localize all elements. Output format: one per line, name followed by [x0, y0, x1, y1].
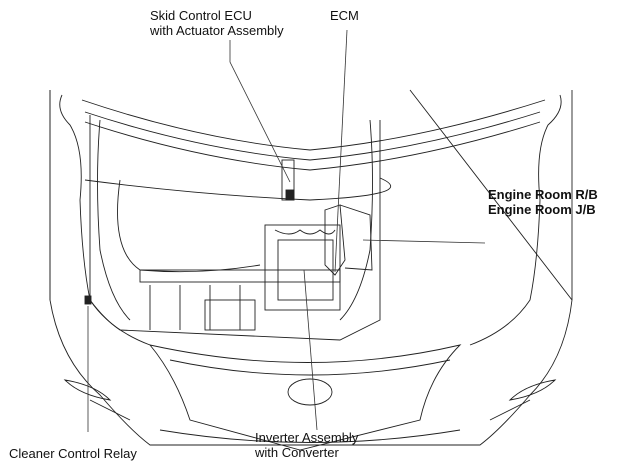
label-line: with Actuator Assembly — [150, 23, 284, 38]
label-line: Engine Room R/B — [488, 187, 598, 202]
leader-engine-room — [362, 239, 486, 244]
label-line: Inverter Assembly — [255, 430, 359, 445]
right-fender — [469, 94, 562, 346]
cleaner-relay-shape — [84, 295, 92, 305]
inverter-shape — [264, 224, 341, 311]
label-ecm: ECM — [330, 8, 359, 23]
grille — [148, 344, 462, 451]
engine-room-rb-shape — [339, 204, 373, 271]
label-skid-control-ecu: Skid Control ECU with Actuator Assembly — [150, 8, 284, 38]
label-inverter-assembly: Inverter Assembly with Converter — [255, 430, 358, 460]
label-line: Skid Control ECU — [150, 8, 252, 23]
left-fender — [59, 94, 151, 346]
label-engine-room: Engine Room R/B Engine Room J/B — [488, 187, 598, 217]
label-line: Engine Room J/B — [488, 202, 596, 217]
left-fog-lamp — [63, 379, 112, 401]
leader-lines — [87, 29, 486, 432]
leader-inverter — [303, 269, 318, 431]
emblem — [287, 378, 333, 406]
leader-skid-control — [229, 40, 291, 183]
label-line: with Converter — [255, 445, 339, 460]
cowl-panel — [81, 99, 546, 151]
right-fog-lamp — [508, 379, 557, 401]
label-cleaner-control-relay: Cleaner Control Relay — [9, 446, 137, 461]
body-outline — [49, 89, 573, 446]
leader-ecm — [334, 29, 348, 273]
engine-bay — [89, 115, 381, 341]
